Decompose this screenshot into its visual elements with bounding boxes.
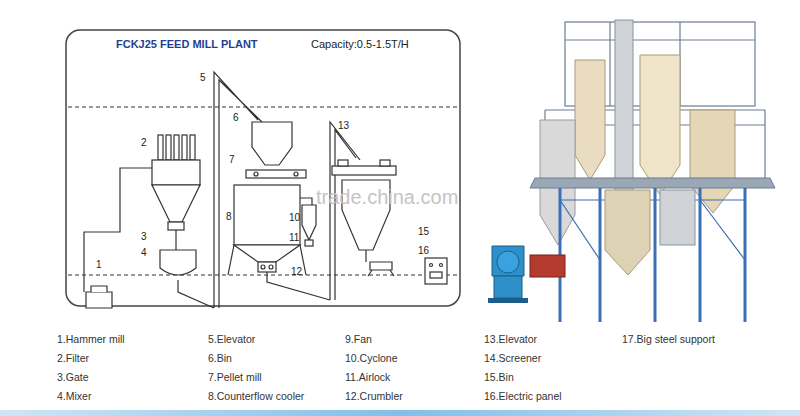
parts-list-item: 8.Counterflow cooler <box>208 390 304 402</box>
diagram-title: FCKJ25 FEED MILL PLANT <box>116 38 258 51</box>
callout-number: 15 <box>418 226 429 238</box>
callout-number: 7 <box>229 154 235 166</box>
callout-number: 1 <box>96 259 102 271</box>
parts-list-item: 11.Airlock <box>345 371 390 383</box>
capacity-note: Capacity:0.5-1.5T/H <box>311 38 409 51</box>
callout-number: 3 <box>141 231 147 243</box>
callout-number: 13 <box>338 120 349 132</box>
parts-list-item: 16.Electric panel <box>484 390 562 402</box>
parts-list-item: 3.Gate <box>57 371 89 383</box>
callout-number: 2 <box>141 137 147 149</box>
parts-list-item: 15.Bin <box>484 371 514 383</box>
callout-number: 6 <box>233 112 239 124</box>
parts-list-item: 5.Elevator <box>208 333 255 345</box>
parts-list-item: 6.Bin <box>208 352 232 364</box>
parts-list-item: 13.Elevator <box>484 333 537 345</box>
parts-list-item: 12.Crumbler <box>345 390 403 402</box>
callout-number: 11 <box>289 232 299 244</box>
callout-number: 5 <box>200 72 206 84</box>
parts-list-item: 17.Big steel support <box>622 333 715 345</box>
callout-number: 16 <box>418 245 429 257</box>
callout-number: 4 <box>141 247 147 259</box>
callout-number: 10 <box>289 212 300 224</box>
parts-list-item: 14.Screener <box>484 352 541 364</box>
callout-number: 8 <box>226 211 232 223</box>
callout-number: 12 <box>291 266 302 278</box>
parts-list-item: 9.Fan <box>345 333 372 345</box>
watermark: trade.china.com <box>316 186 458 209</box>
parts-list-item: 2.Filter <box>57 352 89 364</box>
parts-list-item: 4.Mixer <box>57 390 91 402</box>
parts-list-item: 7.Pellet mill <box>208 371 262 383</box>
parts-list-item: 10.Cyclone <box>345 352 398 364</box>
parts-list-item: 1.Hammer mill <box>57 333 125 345</box>
